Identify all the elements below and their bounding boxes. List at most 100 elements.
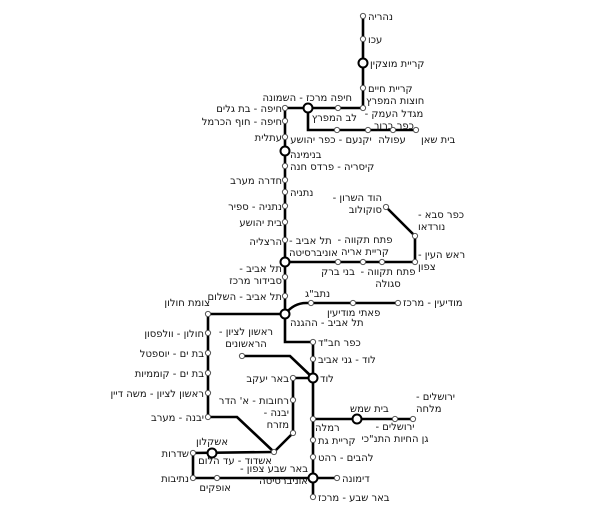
station[interactable]: הוד השרון -סוקולוב xyxy=(333,193,390,216)
station[interactable]: עכו xyxy=(359,35,382,46)
station[interactable]: נתיבות xyxy=(161,474,197,485)
station[interactable]: תל אביב -סבידור מרכז xyxy=(229,264,289,287)
station-marker[interactable] xyxy=(309,415,317,423)
station[interactable]: נתניה xyxy=(281,188,313,199)
station[interactable]: ראש העין -צפון xyxy=(411,250,465,273)
station-marker[interactable] xyxy=(411,232,419,240)
station-marker[interactable] xyxy=(189,474,197,482)
station-marker[interactable] xyxy=(307,299,315,307)
interchange-station-marker[interactable] xyxy=(279,308,291,320)
station-marker[interactable] xyxy=(391,415,399,423)
station[interactable]: רמלה xyxy=(309,415,340,434)
station[interactable]: פתח תקווה -סגולה xyxy=(361,258,416,290)
station[interactable]: חיפה מרכז - השמונה xyxy=(262,93,352,114)
station[interactable]: בית שאן xyxy=(412,126,455,146)
station[interactable]: בת ים - יוספטל xyxy=(140,349,212,360)
station[interactable]: תל אביב -אוניברסיטה xyxy=(279,236,338,268)
station-marker[interactable] xyxy=(281,218,289,226)
station-marker[interactable] xyxy=(289,396,297,404)
station[interactable]: לוד - גני אביב xyxy=(309,355,376,366)
station[interactable]: פאתי מודיעין xyxy=(327,299,380,319)
station-marker[interactable] xyxy=(204,329,212,337)
station[interactable]: להבים - רהט xyxy=(309,453,374,464)
station[interactable]: מגדל העמק -כפר ברוך xyxy=(364,109,424,134)
station[interactable]: נהריה xyxy=(359,12,393,23)
station[interactable]: באר שבע - מרכז xyxy=(309,493,390,504)
station[interactable]: באר יעקב xyxy=(246,374,297,385)
interchange-station-marker[interactable] xyxy=(357,57,369,69)
station[interactable]: לוד xyxy=(307,372,334,386)
station[interactable]: בית שמש xyxy=(350,404,389,425)
station-marker[interactable] xyxy=(412,126,420,134)
station-marker[interactable] xyxy=(409,415,417,423)
station[interactable]: קריית חיים xyxy=(359,84,413,95)
station-marker[interactable] xyxy=(309,493,317,501)
station[interactable]: בית יהושע xyxy=(239,218,289,229)
station[interactable]: כפר סבא -נורדאו xyxy=(411,210,464,240)
station-marker[interactable] xyxy=(281,188,289,196)
station[interactable]: עתלית xyxy=(255,133,289,144)
interchange-station-marker[interactable] xyxy=(279,145,291,157)
interchange-station-marker[interactable] xyxy=(351,413,363,425)
station[interactable]: תל אביב - השלום xyxy=(207,292,289,303)
station-marker[interactable] xyxy=(281,236,289,244)
station[interactable]: לב המפרץ xyxy=(312,104,357,124)
station[interactable]: נתניה - ספיר xyxy=(228,202,289,213)
station-marker[interactable] xyxy=(281,292,289,300)
station-marker[interactable] xyxy=(359,12,367,20)
station-marker[interactable] xyxy=(309,436,317,444)
station-marker[interactable] xyxy=(378,258,386,266)
station[interactable]: ירושלים -גן החיות התנ"כי xyxy=(361,415,429,445)
station[interactable]: פתח תקווה -קריית אריה xyxy=(338,235,393,266)
interchange-station-marker[interactable] xyxy=(307,472,319,484)
station[interactable]: בנימינה xyxy=(279,145,322,162)
station[interactable]: באר שבע צפון -אוניברסיטה xyxy=(240,464,319,487)
station-marker[interactable] xyxy=(204,413,212,421)
station[interactable]: יבנה -מזרח xyxy=(264,408,297,437)
station-marker[interactable] xyxy=(204,310,212,318)
interchange-station-marker[interactable] xyxy=(307,372,319,384)
station[interactable]: שדרות xyxy=(162,449,197,460)
station-marker[interactable] xyxy=(359,84,367,92)
station[interactable]: דימונה xyxy=(333,474,370,485)
station-marker[interactable] xyxy=(281,273,289,281)
station-marker[interactable] xyxy=(213,474,221,482)
station[interactable]: אופקים xyxy=(199,474,231,494)
station[interactable]: תל אביב - ההגנה xyxy=(279,308,364,330)
interchange-station-marker[interactable] xyxy=(206,447,218,459)
station-marker[interactable] xyxy=(204,349,212,357)
station[interactable]: חיפה - חוף הכרמל xyxy=(202,117,289,128)
station[interactable]: בת ים - קוממיות xyxy=(135,369,212,380)
station-marker[interactable] xyxy=(333,474,341,482)
station-marker[interactable] xyxy=(289,374,297,382)
interchange-station-marker[interactable] xyxy=(302,102,314,114)
station-marker[interactable] xyxy=(309,338,317,346)
station[interactable]: הרצליה xyxy=(249,236,289,248)
station[interactable]: יקנעם - כפר יהושע xyxy=(290,126,372,146)
station[interactable]: כפר חב"ד xyxy=(309,338,361,349)
station[interactable]: חדרה מערב xyxy=(230,176,289,187)
station[interactable]: חיפה - בת גלים xyxy=(216,104,289,115)
station[interactable]: ראשון לציון - משה דיין xyxy=(110,389,212,400)
station-marker[interactable] xyxy=(359,35,367,43)
station[interactable]: קיסריה - פרדס חנה xyxy=(281,162,374,173)
station[interactable]: עפולה xyxy=(378,126,406,146)
station-marker[interactable] xyxy=(349,299,357,307)
station[interactable]: אשקלון xyxy=(196,437,228,459)
station-marker[interactable] xyxy=(334,258,342,266)
station[interactable]: חולון - וולפסון xyxy=(144,329,212,340)
station[interactable]: צומת חולון xyxy=(164,298,212,318)
station-marker[interactable] xyxy=(281,117,289,125)
station-marker[interactable] xyxy=(389,126,397,134)
station[interactable]: קריית גת xyxy=(309,436,356,447)
station-marker[interactable] xyxy=(281,133,289,141)
station-marker[interactable] xyxy=(334,104,342,112)
station[interactable]: נתב"ג xyxy=(305,289,330,307)
station-marker[interactable] xyxy=(364,126,372,134)
station-marker[interactable] xyxy=(411,258,419,266)
station-marker[interactable] xyxy=(270,448,278,456)
station-marker[interactable] xyxy=(281,176,289,184)
station-marker[interactable] xyxy=(281,162,289,170)
station-marker[interactable] xyxy=(189,449,197,457)
station[interactable]: בני ברק xyxy=(321,258,355,278)
